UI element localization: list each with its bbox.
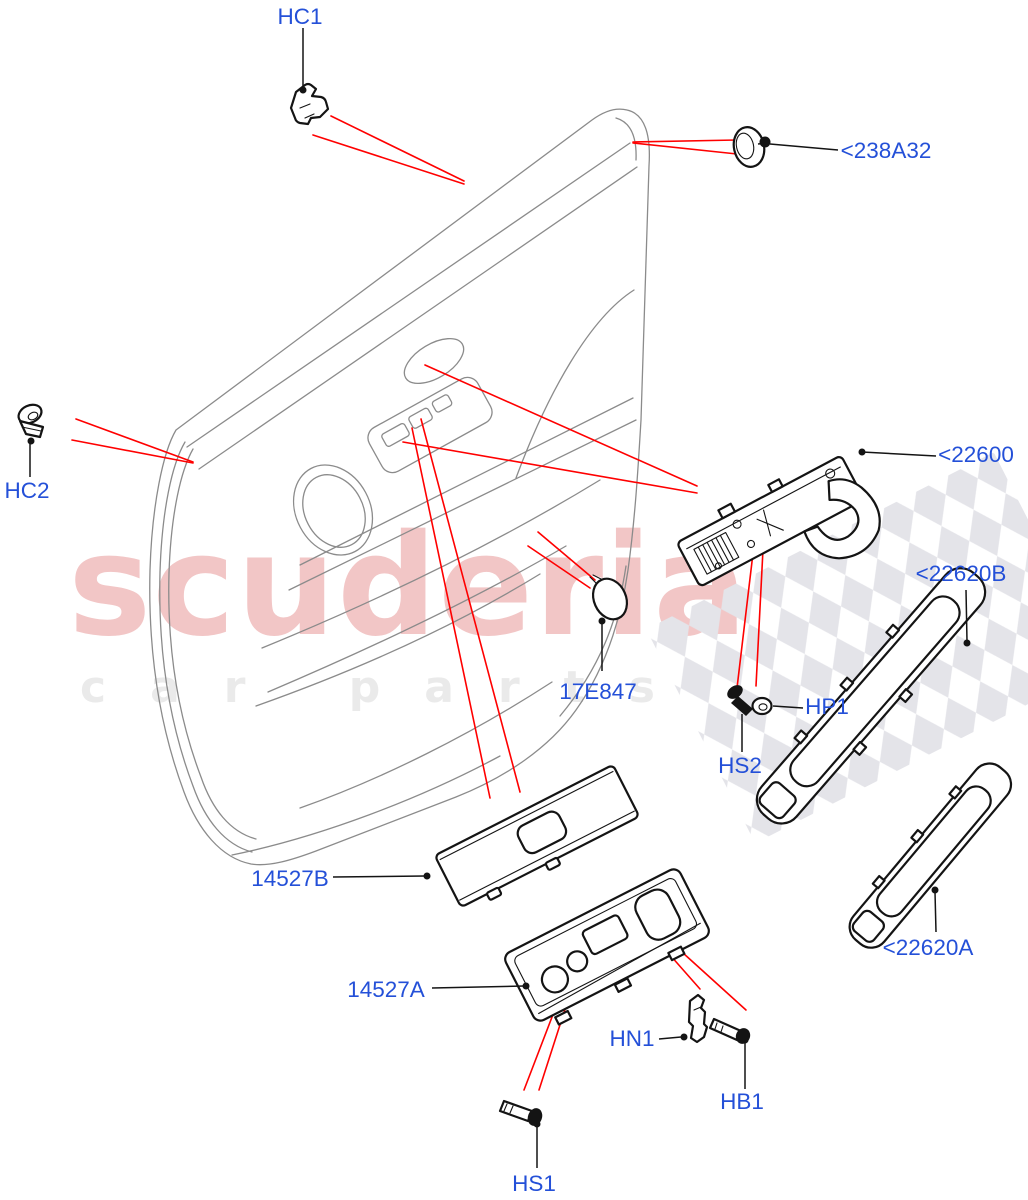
red-pointer-lines [71, 115, 765, 1091]
part-label-hb1: HB1 [720, 1089, 764, 1114]
screw-hs2-drawing [727, 685, 753, 716]
part-label-22620a: <22620A [883, 935, 974, 960]
door-trim-panel-drawing [149, 108, 651, 866]
grommet-hp1-drawing [751, 696, 773, 716]
part-labels: HC1 <238A32 HC2 <22600 <22620B 17E847 HP… [4, 4, 1013, 1196]
checkered-flag-watermark [646, 452, 1028, 844]
part-label-hc1: HC1 [277, 4, 322, 29]
black-leader-lines [27, 28, 971, 1168]
brand-watermark-tagline: car parts [80, 662, 699, 713]
pin-hc2-drawing [17, 403, 45, 439]
part-label-238a32: <238A32 [841, 138, 932, 163]
clip-hn1-drawing [687, 993, 709, 1044]
part-label-hn1: HN1 [609, 1026, 654, 1051]
part-label-14527a: 14527A [347, 977, 425, 1002]
cap-17e847-drawing [589, 574, 629, 621]
clip-hc1-drawing [289, 82, 330, 126]
switch-bezel-14527b-drawing [435, 765, 639, 907]
switch-housing-14527a-drawing [504, 868, 710, 1026]
part-label-hs1: HS1 [512, 1171, 556, 1196]
brand-watermark: scuderia car parts [68, 505, 748, 713]
part-label-17e847: 17E847 [559, 679, 637, 704]
part-label-hs2: HS2 [718, 753, 762, 778]
trim-clip-238a32-drawing [732, 126, 771, 168]
part-label-22600: <22600 [938, 442, 1014, 467]
applique-22620a-drawing [848, 762, 1013, 949]
applique-22620b-drawing [755, 567, 987, 825]
part-label-hp1: HP1 [805, 694, 849, 719]
part-label-14527b: 14527B [251, 866, 329, 891]
interior-handle-22600-drawing [677, 456, 881, 587]
part-label-22620b: <22620B [916, 561, 1007, 586]
part-label-hc2: HC2 [4, 478, 49, 503]
